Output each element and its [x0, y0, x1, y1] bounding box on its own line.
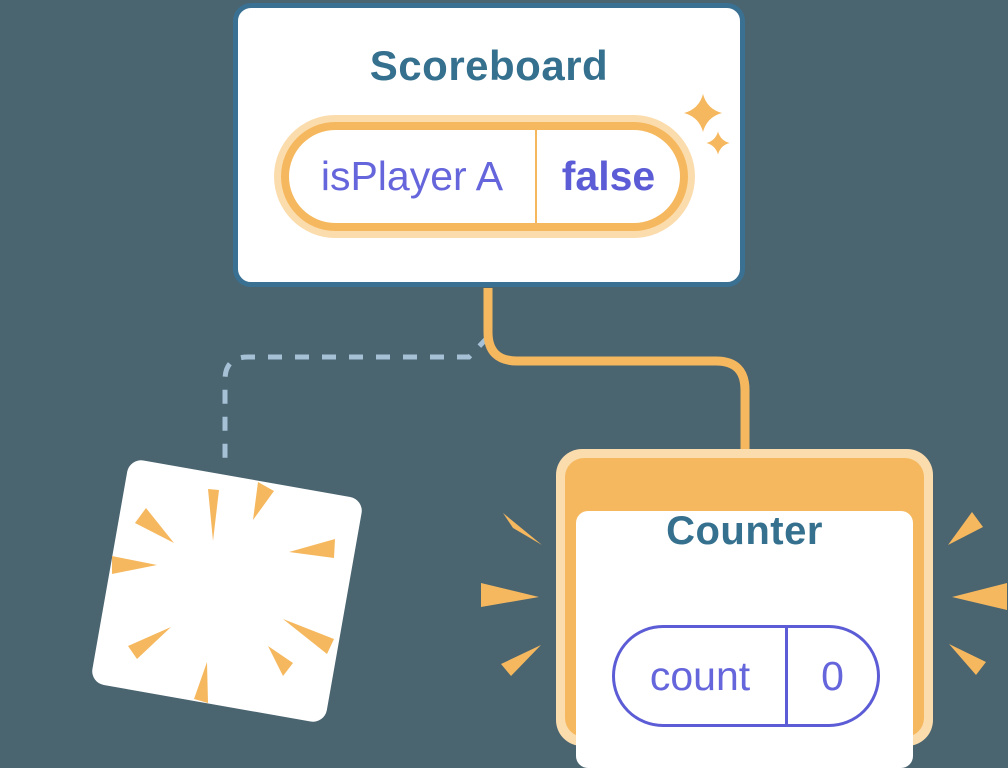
connector-dashed-line [222, 334, 491, 462]
state-pill-highlight: isPlayer A false [274, 115, 695, 238]
component-card-counter: Counter count 0 [576, 511, 913, 768]
component-card-counter-ring: Counter count 0 [565, 458, 924, 768]
component-card-counter-highlight: Counter count 0 [556, 449, 933, 768]
state-value-label: false [561, 153, 656, 199]
count-state-pill: count 0 [612, 625, 880, 727]
state-key-label: isPlayer A [289, 130, 537, 223]
state-pill: isPlayer A false [289, 130, 680, 223]
diagram-canvas: Scoreboard isPlayer A false Counter coun… [90, 3, 1007, 768]
connector-solid-line [483, 288, 750, 452]
count-key-label: count [615, 628, 789, 724]
scoreboard-title: Scoreboard [369, 42, 609, 89]
count-value-label: 0 [821, 652, 844, 699]
destroyed-component-card [90, 458, 364, 724]
emphasis-spikes-icon [481, 513, 542, 676]
emphasis-spikes-icon [948, 512, 1007, 675]
component-card-scoreboard: Scoreboard isPlayer A false [233, 3, 745, 287]
counter-title: Counter [666, 509, 823, 553]
state-pill-ring: isPlayer A false [281, 122, 688, 231]
